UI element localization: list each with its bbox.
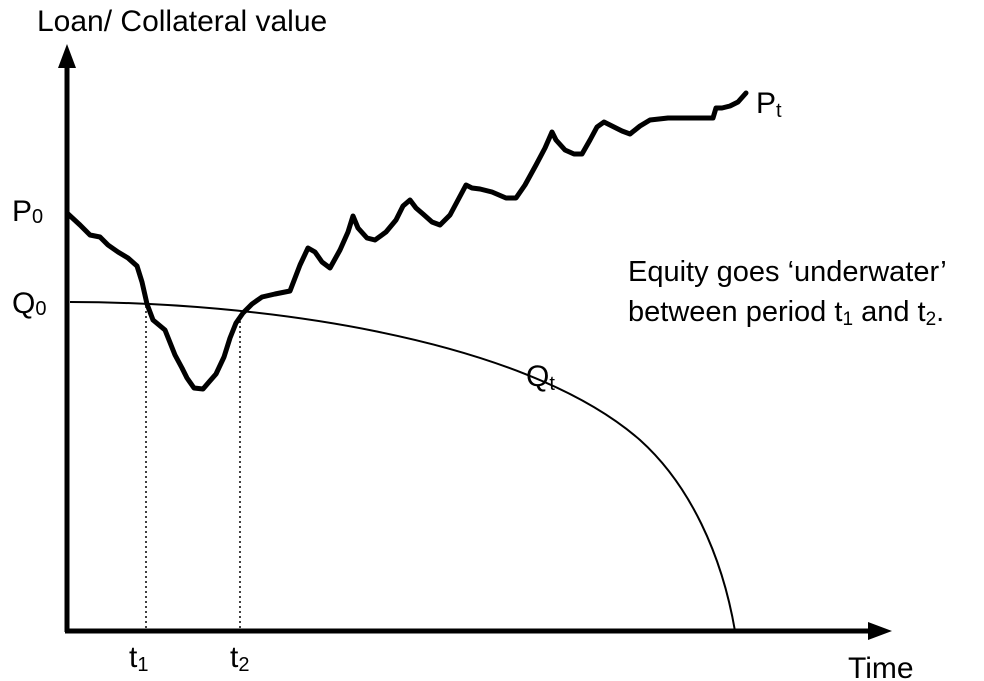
p0-label: P0 [12, 195, 43, 228]
pt-label: Pt [756, 87, 782, 122]
y-axis-label: Loan/ Collateral value [37, 5, 327, 38]
annotation-line2: between period t1 and t2. [628, 296, 944, 330]
t2-label: t2 [230, 641, 249, 676]
y-axis-arrowhead [58, 44, 76, 68]
collateral-curve-pt [64, 90, 749, 392]
qt-label: Qt [526, 360, 555, 395]
x-axis-label: Time [848, 652, 914, 681]
q0-label: Q0 [12, 287, 46, 320]
t1-label: t1 [129, 641, 148, 676]
annotation-line1: Equity goes ‘underwater’ [628, 256, 947, 288]
x-axis-arrowhead [868, 622, 892, 640]
loan-curve-qt [69, 301, 736, 632]
